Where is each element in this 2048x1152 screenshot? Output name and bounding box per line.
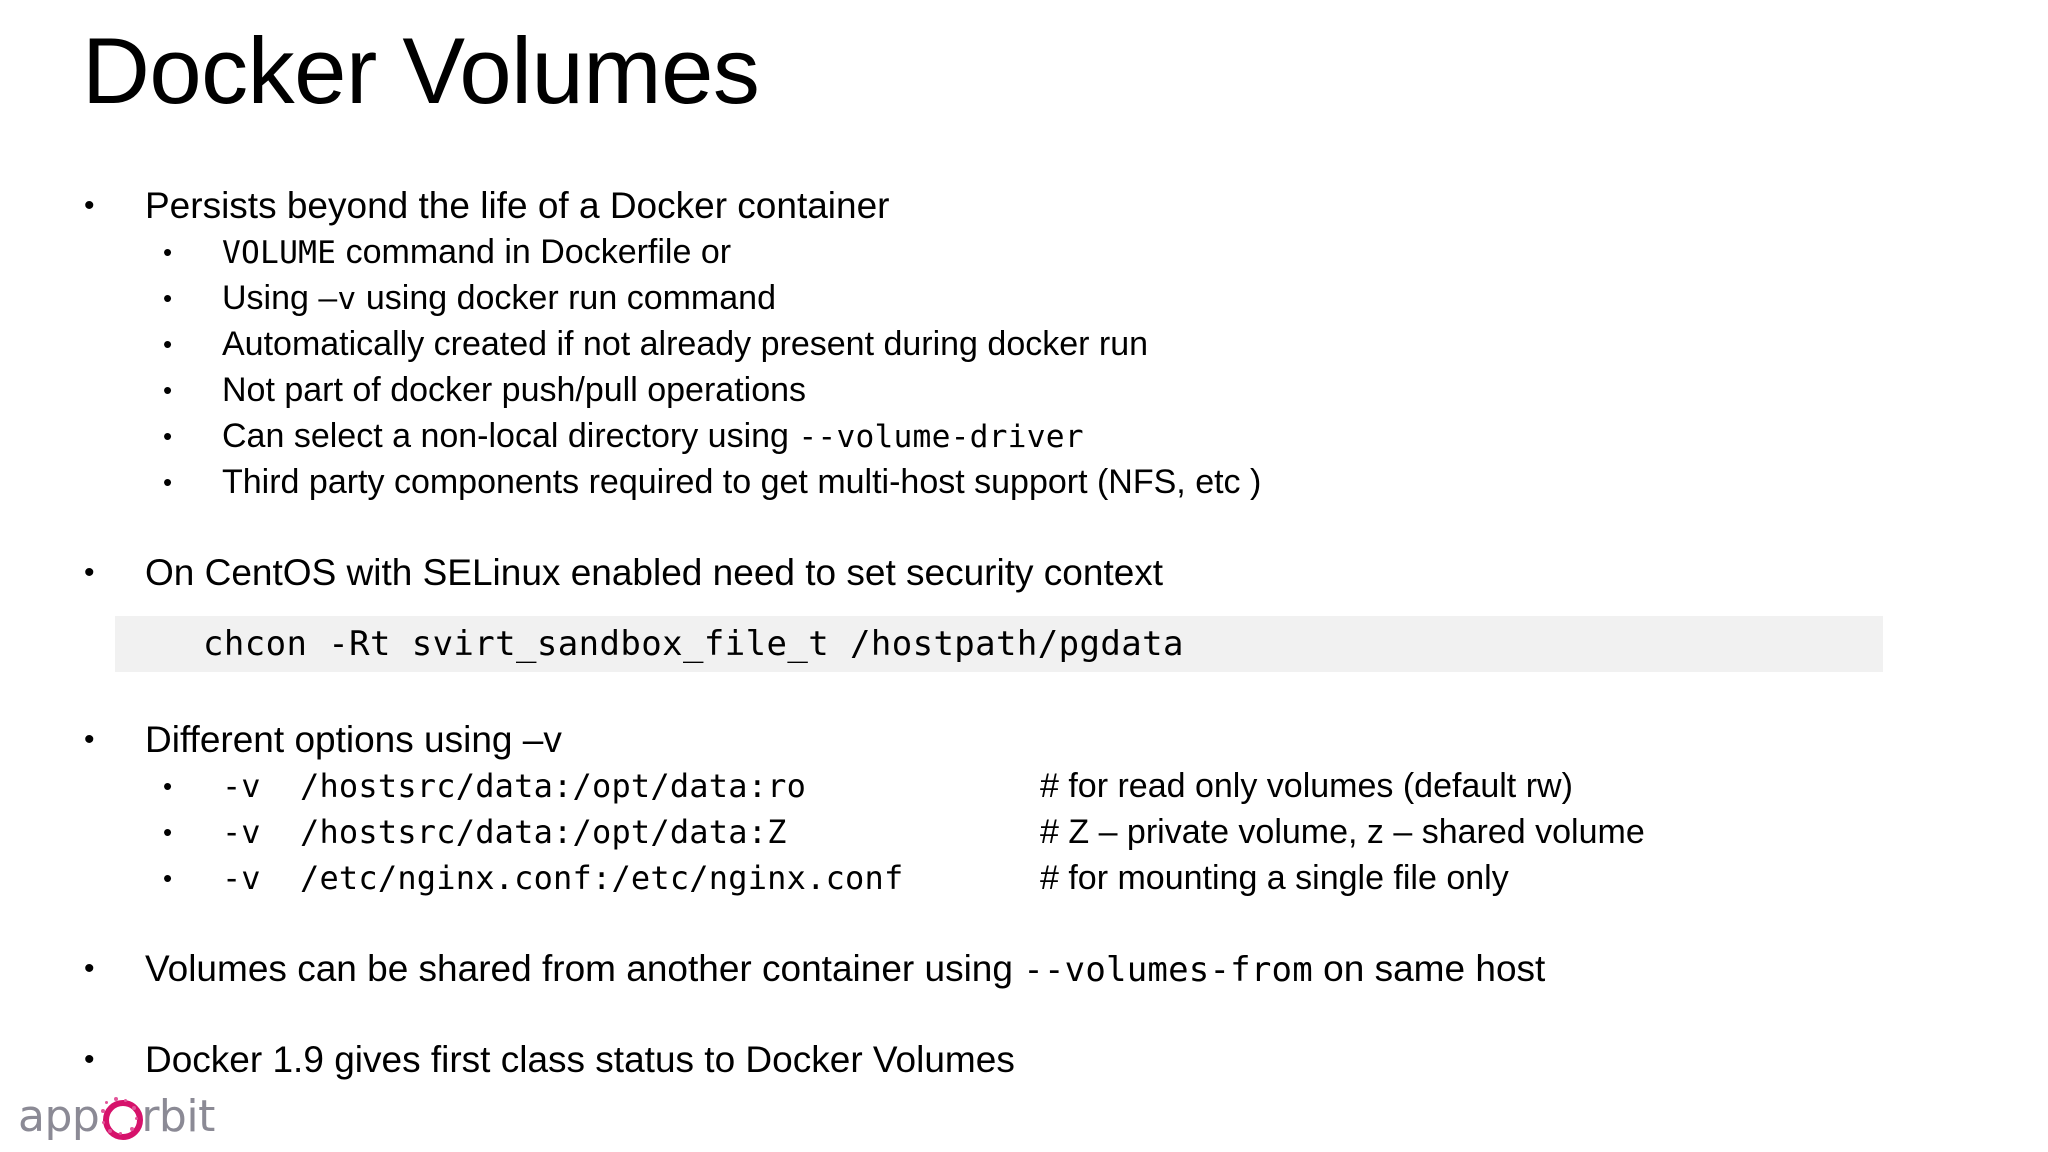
option-row-nginx: • -v /etc/nginx.conf:/etc/nginx.conf # f… <box>0 855 2048 901</box>
sub-bullet-text: Third party components required to get m… <box>222 463 1262 501</box>
logo-speck <box>130 1127 135 1131</box>
sub-bullet-text: Automatically created if not already pre… <box>222 325 1149 363</box>
bullet-selinux: • On CentOS with SELinux enabled need to… <box>0 549 2048 596</box>
logo-speck <box>102 1121 106 1124</box>
code-fragment-v-flag: –v <box>318 281 357 317</box>
code-text: chcon -Rt svirt_sandbox_file_t /hostpath… <box>203 624 1184 664</box>
option-comment: # Z – private volume, z – shared volume <box>1040 813 1645 851</box>
option-comment: # for read only volumes (default rw) <box>1040 767 1573 805</box>
option-path: /hostsrc/data:/opt/data:Z <box>300 813 787 851</box>
sub-bullet-volume-command: • VOLUME command in Dockerfile or <box>0 229 2048 275</box>
logo-orbit-o-icon <box>100 1097 144 1140</box>
bullet-different-options: • Different options using –v <box>0 716 2048 763</box>
logo-speck <box>135 1117 139 1120</box>
bullet-text: Persists beyond the life of a Docker con… <box>145 185 890 226</box>
bullet-dot: • <box>84 189 95 222</box>
logo-speck <box>114 1097 119 1101</box>
option-flag: -v <box>222 859 261 897</box>
logo-speck <box>101 1109 106 1113</box>
bullet-dot: • <box>84 556 95 589</box>
sub-bullet-text: Not part of docker push/pull operations <box>222 371 807 409</box>
bullet-dot: • <box>163 375 173 405</box>
bullet-dot: • <box>84 952 95 985</box>
page-title: Docker Volumes <box>82 18 760 123</box>
sub-bullet-text: command in Dockerfile or <box>336 233 732 271</box>
logo-speck <box>124 1099 128 1102</box>
bullet-text: Docker 1.9 gives first class status to D… <box>145 1039 1015 1080</box>
slide-body: • Persists beyond the life of a Docker c… <box>0 182 2048 1083</box>
logo-speck <box>108 1129 113 1133</box>
bullet-dot: • <box>163 283 173 313</box>
bullet-dot: • <box>84 1043 95 1076</box>
logo-wordmark: app rbit <box>18 1091 215 1142</box>
option-flag: -v <box>222 767 261 805</box>
code-fragment-volume: VOLUME <box>222 235 337 271</box>
apporbit-logo: app rbit <box>18 1093 215 1141</box>
spacer <box>0 672 2048 716</box>
bullet-dot: • <box>163 863 173 893</box>
bullet-dot: • <box>163 421 173 451</box>
option-flag: -v <box>222 813 261 851</box>
sub-bullet-using-v: • Using –v using docker run command <box>0 275 2048 321</box>
bullet-text-post: on same host <box>1312 948 1546 989</box>
logo-ring <box>103 1100 144 1140</box>
sub-bullet-text-pre: Using <box>222 279 319 317</box>
bullet-persists: • Persists beyond the life of a Docker c… <box>0 182 2048 229</box>
spacer <box>0 596 2048 616</box>
option-comment: # for mounting a single file only <box>1040 859 1509 897</box>
logo-speck <box>132 1106 137 1110</box>
code-block-chcon: chcon -Rt svirt_sandbox_file_t /hostpath… <box>115 616 1883 672</box>
bullet-volumes-from: • Volumes can be shared from another con… <box>0 945 2048 992</box>
bullet-text: On CentOS with SELinux enabled need to s… <box>145 552 1164 593</box>
bullet-dot: • <box>84 723 95 756</box>
option-row-ro: • -v /hostsrc/data:/opt/data:ro # for re… <box>0 763 2048 809</box>
logo-text-app: app <box>18 1091 100 1142</box>
bullet-dot: • <box>163 817 173 847</box>
bullet-text-pre: Volumes can be shared from another conta… <box>145 948 1024 989</box>
spacer <box>0 901 2048 945</box>
bullet-dot: • <box>163 771 173 801</box>
bullet-docker-19: • Docker 1.9 gives first class status to… <box>0 1036 2048 1083</box>
logo-speck <box>119 1132 123 1135</box>
option-path: /etc/nginx.conf:/etc/nginx.conf <box>300 859 904 897</box>
option-path: /hostsrc/data:/opt/data:ro <box>300 767 807 805</box>
logo-speck <box>105 1101 109 1104</box>
bullet-dot: • <box>163 329 173 359</box>
option-row-z: • -v /hostsrc/data:/opt/data:Z # Z – pri… <box>0 809 2048 855</box>
sub-bullet-volume-driver: • Can select a non-local directory using… <box>0 413 2048 459</box>
code-fragment-volume-driver: --volume-driver <box>798 419 1084 455</box>
spacer <box>0 505 2048 549</box>
sub-bullet-text-pre: Can select a non-local directory using <box>222 417 799 455</box>
sub-bullet-text-post: using docker run command <box>356 279 776 317</box>
bullet-text: Different options using –v <box>145 719 562 760</box>
sub-bullet-auto-created: • Automatically created if not already p… <box>0 321 2048 367</box>
logo-text-rbit: rbit <box>141 1091 215 1142</box>
code-fragment-volumes-from: --volumes-from <box>1023 950 1313 990</box>
sub-bullet-not-push-pull: • Not part of docker push/pull operation… <box>0 367 2048 413</box>
bullet-dot: • <box>163 237 173 267</box>
sub-bullet-third-party: • Third party components required to get… <box>0 459 2048 505</box>
spacer <box>0 992 2048 1036</box>
bullet-dot: • <box>163 467 173 497</box>
